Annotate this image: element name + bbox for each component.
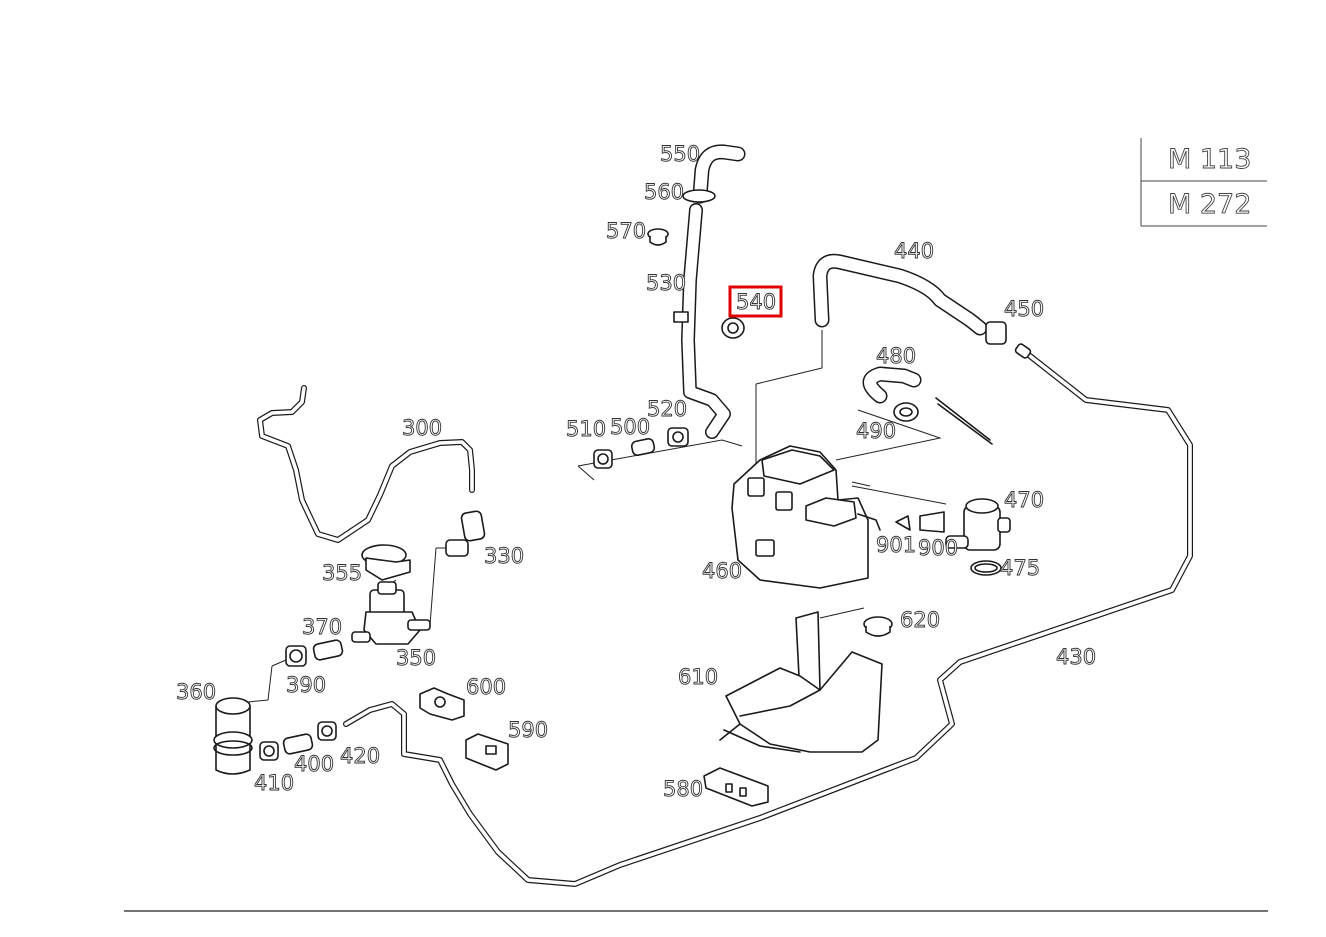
part-470: [895, 498, 1011, 576]
part-580: [703, 767, 769, 807]
callout-520: 520: [647, 397, 687, 421]
callout-610: 610: [678, 665, 718, 689]
part-540: [721, 317, 745, 339]
callout-400: 400: [294, 752, 334, 776]
callout-490: 490: [856, 419, 896, 443]
callout-590: 590: [508, 718, 548, 742]
model-table: M 113 M 272: [1140, 138, 1267, 227]
part-510-500: [577, 427, 743, 481]
model-m272: M 272: [1168, 189, 1251, 220]
part-350: [351, 581, 431, 645]
callout-370: 370: [302, 615, 342, 639]
callout-390: 390: [286, 673, 326, 697]
part-460: [731, 445, 947, 589]
part-600: [419, 687, 465, 721]
callout-540-highlight: [728, 285, 783, 318]
callout-540: 540: [736, 290, 776, 314]
callout-440: 440: [894, 239, 934, 263]
tube-430: [343, 343, 1193, 887]
hose-480: [835, 366, 993, 461]
callout-900: 900: [918, 536, 958, 560]
part-370: [247, 639, 344, 703]
callout-901: 901: [876, 533, 916, 557]
part-620: [819, 607, 893, 637]
callout-475: 475: [1000, 556, 1040, 580]
callout-470: 470: [1004, 488, 1044, 512]
hose-440: [755, 253, 1007, 470]
tube-300: [257, 385, 475, 543]
callout-430: 430: [1056, 645, 1096, 669]
callout-480: 480: [876, 344, 916, 368]
part-570: [647, 228, 669, 246]
model-m113: M 113: [1168, 144, 1251, 175]
callout-530: 530: [646, 271, 686, 295]
part-610: [719, 611, 883, 753]
callout-420: 420: [340, 744, 380, 768]
callout-510: 510: [566, 417, 606, 441]
callout-600: 600: [466, 675, 506, 699]
callout-355: 355: [322, 561, 362, 585]
part-590: [465, 733, 509, 771]
part-360: [213, 697, 253, 775]
callout-360: 360: [176, 680, 216, 704]
callout-350: 350: [396, 646, 436, 670]
hose-550-530: [673, 144, 746, 439]
callout-560: 560: [644, 180, 684, 204]
part-330: [407, 510, 486, 629]
callout-450: 450: [1004, 297, 1044, 321]
callout-460: 460: [702, 559, 742, 583]
callout-330: 330: [484, 544, 524, 568]
part-400: [259, 721, 337, 761]
callout-620: 620: [900, 608, 940, 632]
callout-300: 300: [402, 416, 442, 440]
callout-580: 580: [663, 777, 703, 801]
callout-500: 500: [610, 415, 650, 439]
callout-570: 570: [606, 219, 646, 243]
callout-labels: 300 330 350 355 360 370 390 400 410 420 …: [176, 142, 1097, 802]
callout-550: 550: [660, 142, 700, 166]
callout-410: 410: [254, 771, 294, 795]
